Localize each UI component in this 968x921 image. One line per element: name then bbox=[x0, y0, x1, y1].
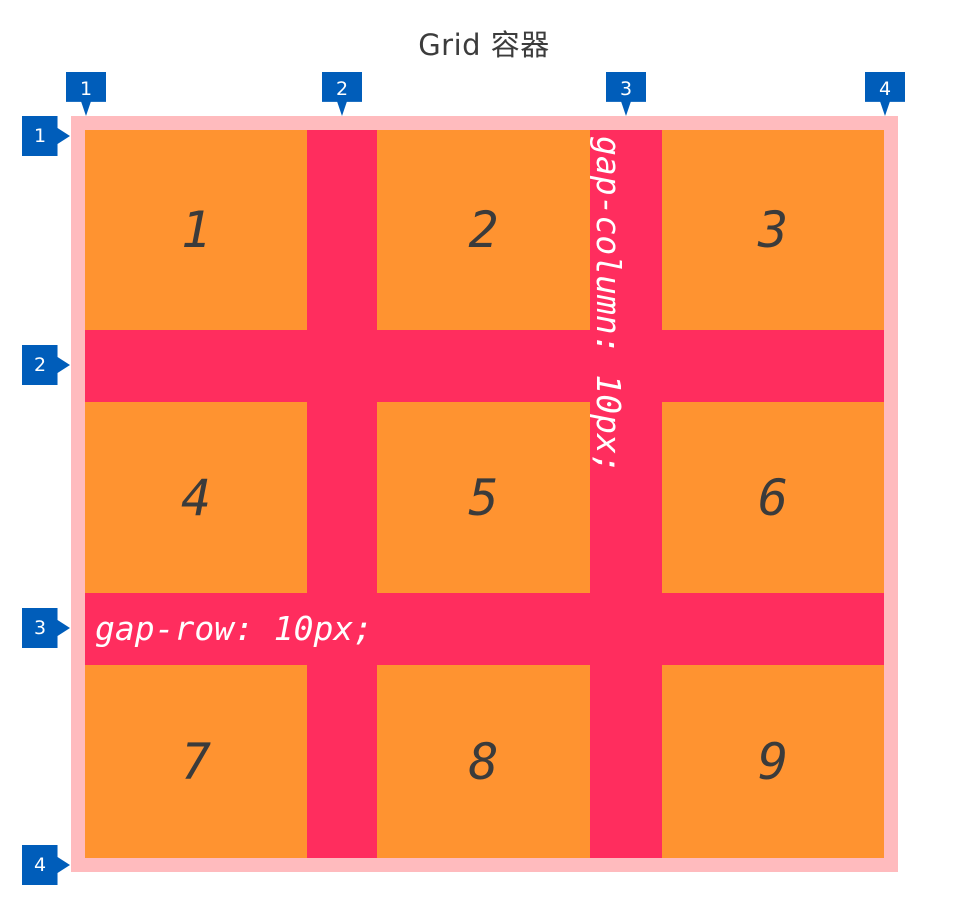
left-gridline-marker-3: 3 bbox=[22, 608, 70, 648]
grid-cell: 1 bbox=[85, 130, 307, 330]
top-gridline-marker-1: 1 bbox=[66, 72, 106, 116]
grid-container: 1 2 3 4 5 6 7 8 9 bbox=[71, 116, 898, 872]
gap-column-annotation: gap-column: 10px; bbox=[589, 136, 628, 474]
grid-cell: 9 bbox=[662, 665, 884, 858]
grid-cell: 8 bbox=[377, 665, 590, 858]
grid-cell: 5 bbox=[377, 402, 590, 593]
grid-cell: 6 bbox=[662, 402, 884, 593]
grid-cell: 2 bbox=[377, 130, 590, 330]
grid-cell: 7 bbox=[85, 665, 307, 858]
grid-cell: 4 bbox=[85, 402, 307, 593]
top-gridline-marker-2: 2 bbox=[322, 72, 362, 116]
left-gridline-marker-2: 2 bbox=[22, 345, 70, 385]
left-gridline-marker-1: 1 bbox=[22, 116, 70, 156]
top-gridline-marker-3: 3 bbox=[606, 72, 646, 116]
grid-cell: 3 bbox=[662, 130, 884, 330]
gap-row-annotation: gap-row: 10px; bbox=[95, 609, 374, 648]
left-gridline-marker-4: 4 bbox=[22, 845, 70, 885]
page-title: Grid 容器 bbox=[418, 28, 550, 62]
top-gridline-marker-4: 4 bbox=[865, 72, 905, 116]
grid-gap-canvas: 1 2 3 4 5 6 7 8 9 bbox=[85, 130, 884, 858]
